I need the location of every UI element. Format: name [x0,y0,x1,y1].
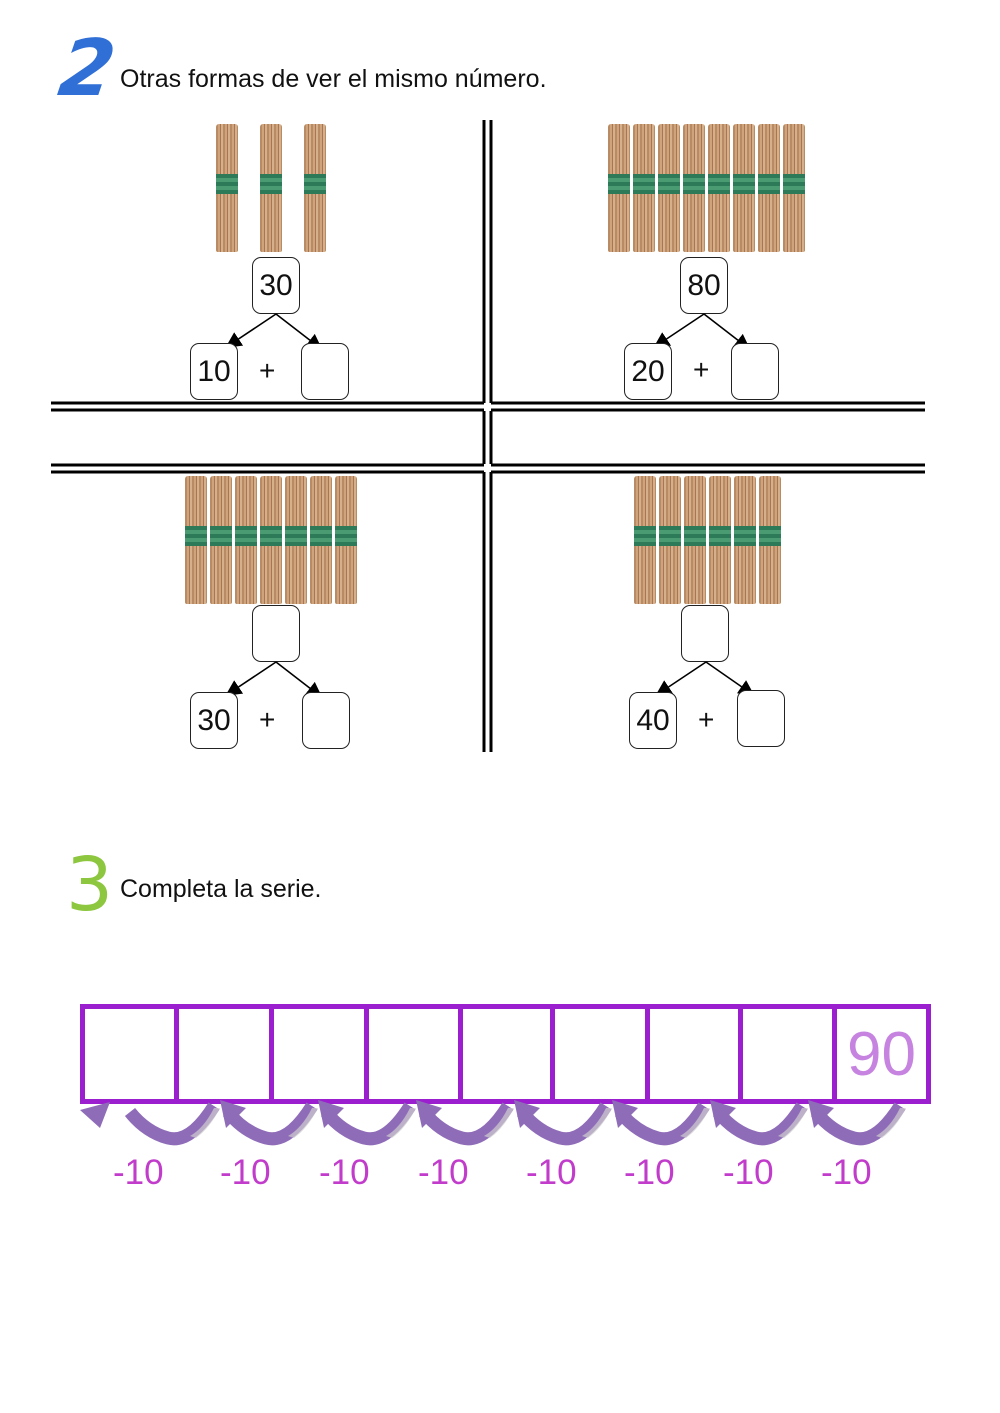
stick-bundle [659,476,681,604]
stick-bundle [658,124,680,252]
quadrant-2-total-box[interactable]: 80 [680,257,728,314]
series-box-8[interactable] [738,1004,837,1104]
series-box-1[interactable] [80,1004,179,1104]
quadrant-1-total-box[interactable]: 30 [252,257,300,314]
quadrant-2-bundles [608,124,805,252]
quadrant-2-branch-arrows [653,313,751,350]
stick-bundle [708,124,730,252]
step-label: -10 [113,1153,164,1192]
stick-bundle [758,124,780,252]
stick-bundle [260,124,282,252]
stick-bundle [210,476,232,604]
stick-bundle [310,476,332,604]
series-jump-arrows [80,1100,906,1146]
quadrant-2-plus-sign: + [693,354,710,385]
step-label: -10 [821,1153,872,1192]
series-box-6[interactable] [550,1004,650,1104]
stick-bundle [260,476,282,604]
series-box-3[interactable] [269,1004,369,1104]
quadrant-1-answer-box[interactable] [301,343,349,400]
stick-bundle [734,476,756,604]
quadrant-2-left-box[interactable]: 20 [624,343,672,400]
stick-bundle [335,476,357,604]
stick-bundle [684,476,706,604]
stick-bundle [634,476,656,604]
stick-bundle [783,124,805,252]
series-box-7[interactable] [645,1004,743,1104]
quadrant-4-left-box[interactable]: 40 [629,692,677,749]
step-label: -10 [526,1153,577,1192]
step-label: -10 [220,1153,271,1192]
stick-bundle [633,124,655,252]
quadrant-2-answer-box[interactable] [731,343,779,400]
series-box-4[interactable] [364,1004,463,1104]
section-3-instruction: Completa la serie. [120,875,322,903]
series-box-9: 90 [832,1004,931,1104]
step-label: -10 [723,1153,774,1192]
section-2-instruction: Otras formas de ver el mismo número. [120,65,547,93]
stick-bundle [759,476,781,604]
quadrant-3-answer-box[interactable] [302,692,350,749]
series-value: 90 [847,1019,916,1089]
quadrant-grid [51,120,925,752]
quadrant-1-plus-sign: + [259,355,276,386]
step-label: -10 [418,1153,469,1192]
stick-bundle [709,476,731,604]
quadrant-3-plus-sign: + [259,704,276,735]
stick-bundle [683,124,705,252]
stick-bundle [185,476,207,604]
quadrant-4-branch-arrows [655,661,755,696]
quadrant-4-plus-sign: + [698,704,715,735]
stick-bundle [235,476,257,604]
step-label: -10 [319,1153,370,1192]
series-box-5[interactable] [458,1004,555,1104]
section-3-number: 3 [66,842,114,928]
stick-bundle [216,124,238,252]
quadrant-3-total-box[interactable] [252,605,300,662]
quadrant-1-branch-arrows [225,313,323,350]
stick-bundle [608,124,630,252]
quadrant-3-bundles [185,476,357,604]
quadrant-4-answer-box[interactable] [737,690,785,747]
quadrant-4-total-box[interactable] [681,605,729,662]
quadrant-1-left-box[interactable]: 10 [190,343,238,400]
quadrant-3-branch-arrows [225,661,323,698]
stick-bundle [285,476,307,604]
quadrant-4-bundles [634,476,781,604]
step-label: -10 [624,1153,675,1192]
quadrant-3-left-box[interactable]: 30 [190,692,238,749]
quadrant-1-bundles [216,124,326,252]
stick-bundle [304,124,326,252]
series-box-2[interactable] [174,1004,274,1104]
stick-bundle [733,124,755,252]
